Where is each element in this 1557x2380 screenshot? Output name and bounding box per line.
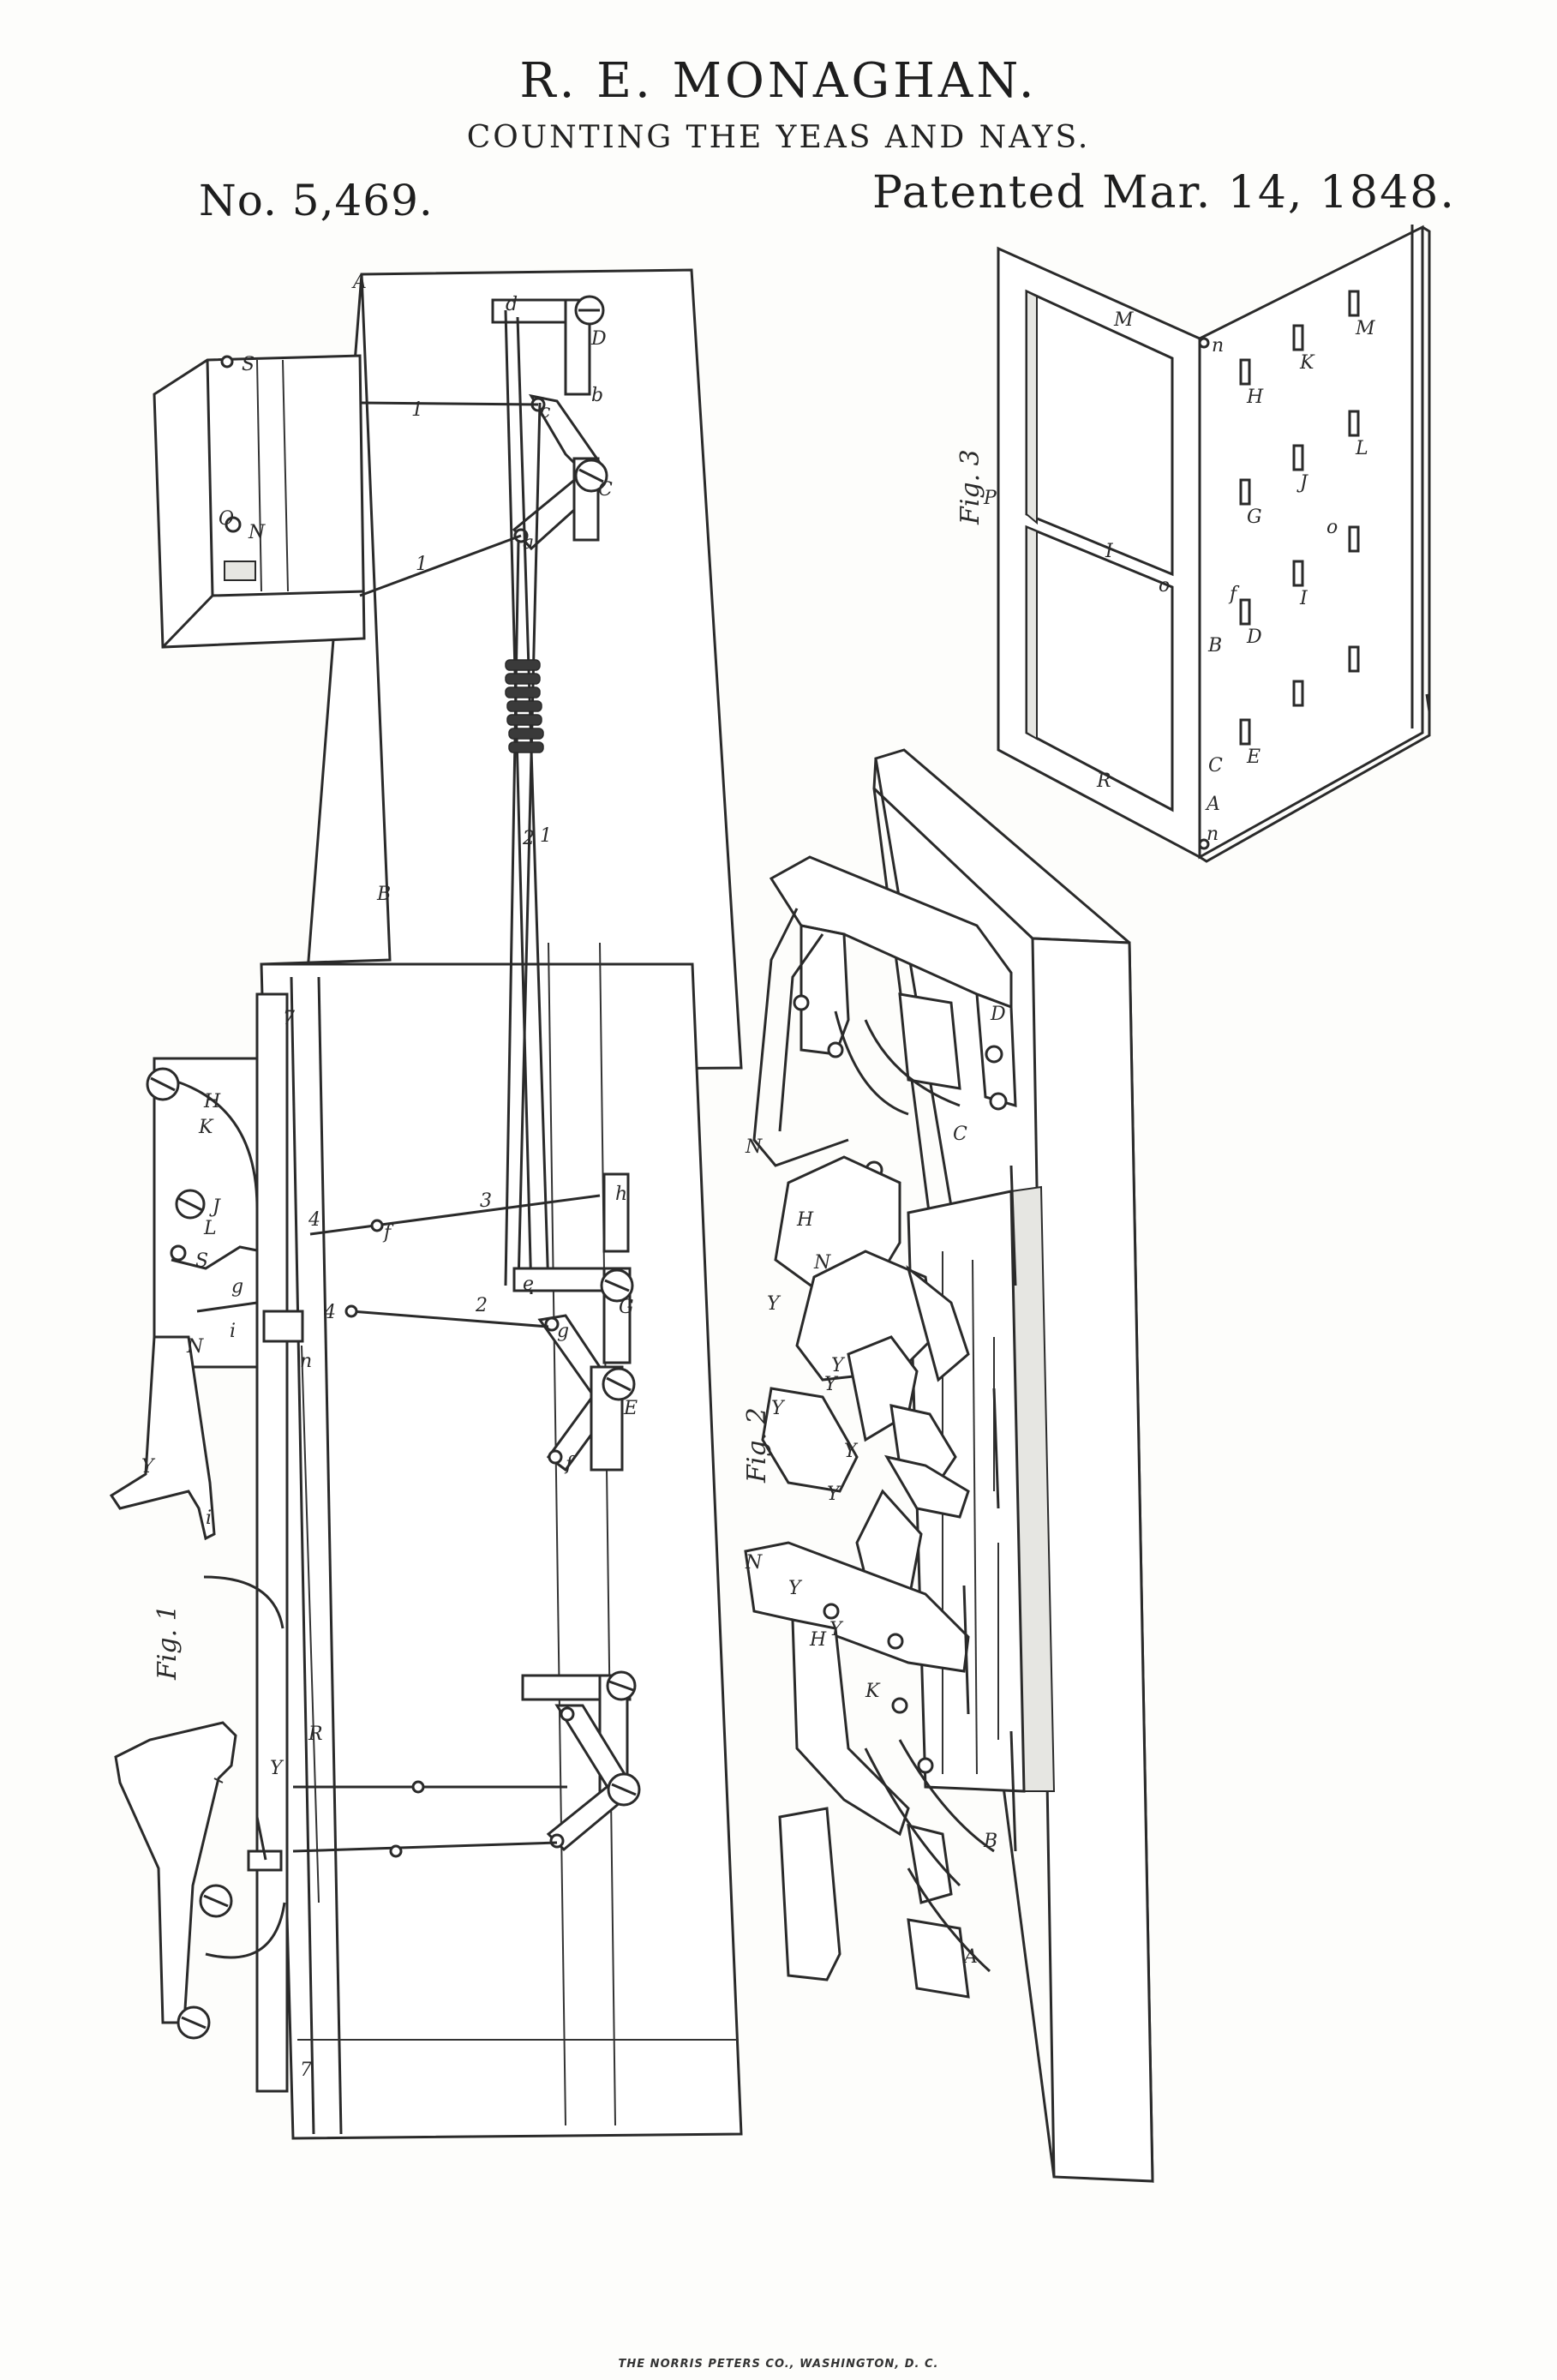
ref-letter: O — [219, 508, 234, 530]
ref-letter: d — [506, 294, 518, 315]
ref-letter: I — [1299, 588, 1308, 609]
invention-title: COUNTING THE YEAS AND NAYS. — [466, 120, 1091, 155]
ref-letter: E — [623, 1398, 638, 1419]
ref-letter: n — [1207, 824, 1219, 845]
ref-letter: A — [962, 1946, 978, 1968]
ref-letter: g — [557, 1321, 569, 1342]
ref-letter: 2 — [522, 828, 535, 849]
ref-letter: Y — [270, 1758, 284, 1779]
ref-letter: 2 — [475, 1295, 488, 1316]
ref-letter: e — [523, 1274, 534, 1295]
ref-letter: 1 — [411, 399, 423, 421]
ref-letter: i — [230, 1321, 236, 1342]
ref-letter: N — [745, 1552, 763, 1574]
fig1-upper-lever-y — [109, 1335, 216, 1541]
ref-letter: G — [619, 1297, 634, 1318]
ref-letter: B — [376, 884, 391, 905]
fig3-slots — [1239, 290, 1360, 746]
fig3-drawing — [997, 225, 1431, 863]
ref-letter: K — [1299, 352, 1315, 374]
fig2-label: Fig. 2 — [742, 1407, 772, 1484]
ref-letter: J — [209, 1196, 221, 1218]
ref-letter: H — [1246, 387, 1264, 408]
fig3-board — [1198, 225, 1424, 860]
ref-letter: 7 — [283, 1008, 295, 1029]
fig1-lower-board — [260, 962, 743, 2140]
ref-letter: Y — [844, 1441, 859, 1462]
ref-letter: Y — [767, 1293, 781, 1315]
fig1-label: Fig. 1 — [153, 1604, 183, 1681]
ref-letter: B — [1207, 635, 1222, 656]
ref-letter: n — [300, 1351, 312, 1372]
ref-letter: g — [231, 1276, 243, 1298]
patent-number: No. 5,469. — [199, 176, 434, 225]
ref-letter: Y — [824, 1374, 839, 1395]
ref-letter: Y — [827, 1484, 841, 1505]
fig3-label: Fig. 3 — [955, 449, 985, 525]
ref-letter: H — [203, 1091, 221, 1112]
ref-letter: N — [813, 1252, 831, 1274]
engraver-credit: THE NORRIS PETERS CO., WASHINGTON, D. C. — [618, 2358, 939, 2371]
ref-letter: I — [1105, 541, 1114, 562]
ref-letter: P — [983, 488, 997, 509]
ref-letter: Y — [141, 1456, 156, 1478]
ref-letter: S — [195, 1250, 208, 1272]
ref-letter: Y — [771, 1398, 786, 1419]
ref-letter: K — [865, 1681, 881, 1702]
reference-letters: Fig. 3 Fig. 2 Fig. 1 A B D C d b c a O S… — [141, 272, 1375, 2081]
ref-letter: B — [983, 1831, 997, 1852]
ref-letter: o — [1159, 575, 1170, 596]
ref-letter: H — [796, 1209, 814, 1231]
fig1-upper-bracket — [153, 1057, 259, 1369]
ref-letter: N — [248, 522, 266, 543]
ref-letter: 1 — [540, 825, 552, 847]
ref-letter: n — [1212, 335, 1224, 357]
ref-letter: Y — [788, 1578, 803, 1599]
ref-letter: 7 — [300, 2059, 312, 2081]
ref-letter: J — [1297, 472, 1308, 494]
fig2-lower-seat — [744, 1541, 970, 1673]
ref-letter: D — [1246, 626, 1262, 648]
ref-letter: A — [351, 272, 367, 293]
ref-letter: c — [540, 401, 550, 423]
ref-letter: A — [1205, 794, 1220, 815]
ref-letter: L — [203, 1218, 217, 1239]
ref-letter: R — [1096, 770, 1111, 792]
ref-letter: M — [1355, 318, 1375, 339]
ref-letter: R — [308, 1724, 323, 1745]
ref-letter: K — [198, 1117, 214, 1138]
ref-letter: D — [590, 328, 607, 350]
ref-letter: Y — [829, 1619, 844, 1640]
ref-letter: Y — [831, 1355, 846, 1376]
ref-letter: h — [615, 1184, 627, 1205]
ref-letter: 3 — [480, 1190, 492, 1212]
ref-letter: N — [186, 1336, 204, 1358]
ref-letter: 1 — [416, 554, 428, 575]
ref-letter: a — [523, 532, 534, 554]
fig1-lower-lever — [114, 1721, 237, 2024]
ref-letter: D — [990, 1004, 1006, 1025]
ref-letter: S — [242, 354, 255, 375]
ref-letter: 4 — [323, 1302, 336, 1323]
inventor-name: R. E. MONAGHAN. — [519, 53, 1038, 109]
patent-date: Patented Mar. 14, 1848. — [872, 167, 1456, 219]
ref-letter: C — [598, 479, 613, 501]
ref-letter: M — [1113, 309, 1134, 331]
ref-letter: N — [745, 1136, 763, 1158]
ref-letter: G — [1247, 507, 1262, 528]
ref-letter: C — [953, 1124, 967, 1145]
ref-letter: o — [1326, 517, 1338, 538]
ref-letter: b — [591, 385, 603, 406]
fig1-drawing — [109, 268, 743, 2140]
ref-letter: H — [809, 1629, 827, 1651]
ref-letter: L — [1355, 438, 1368, 459]
ref-letter: 4 — [308, 1209, 320, 1231]
fig2-drawing — [744, 748, 1154, 2183]
ref-letter: C — [1208, 755, 1223, 776]
ref-letter: E — [1246, 746, 1261, 768]
ref-letter: i — [206, 1508, 212, 1529]
